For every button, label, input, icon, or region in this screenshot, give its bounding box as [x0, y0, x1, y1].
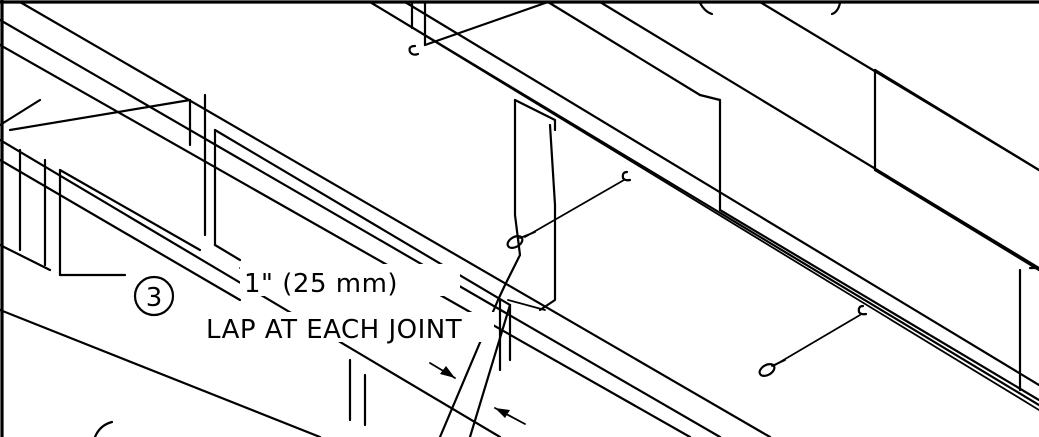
partial-callout-bottom	[93, 420, 114, 437]
callout-number: 3	[146, 283, 163, 313]
lap-dimension-label: 1" (25 mm)	[244, 269, 398, 299]
callout-3: 3	[133, 275, 175, 317]
nail-fasteners	[408, 44, 868, 377]
lower-brick-wall	[0, 93, 512, 437]
nail-hole-2	[621, 170, 632, 182]
partial-callout-top	[698, 1, 842, 16]
nail-2-shank	[774, 314, 861, 366]
nail-2-head	[758, 363, 776, 377]
nail-hole-1	[408, 44, 420, 56]
dimension-arrows	[429, 362, 526, 425]
nail-hole-3	[857, 304, 868, 316]
nail-1-shank	[524, 179, 625, 238]
upper-brick-wall	[368, 0, 1039, 407]
nail-1-head	[506, 235, 524, 249]
lap-note-label: LAP AT EACH JOINT	[206, 315, 462, 345]
